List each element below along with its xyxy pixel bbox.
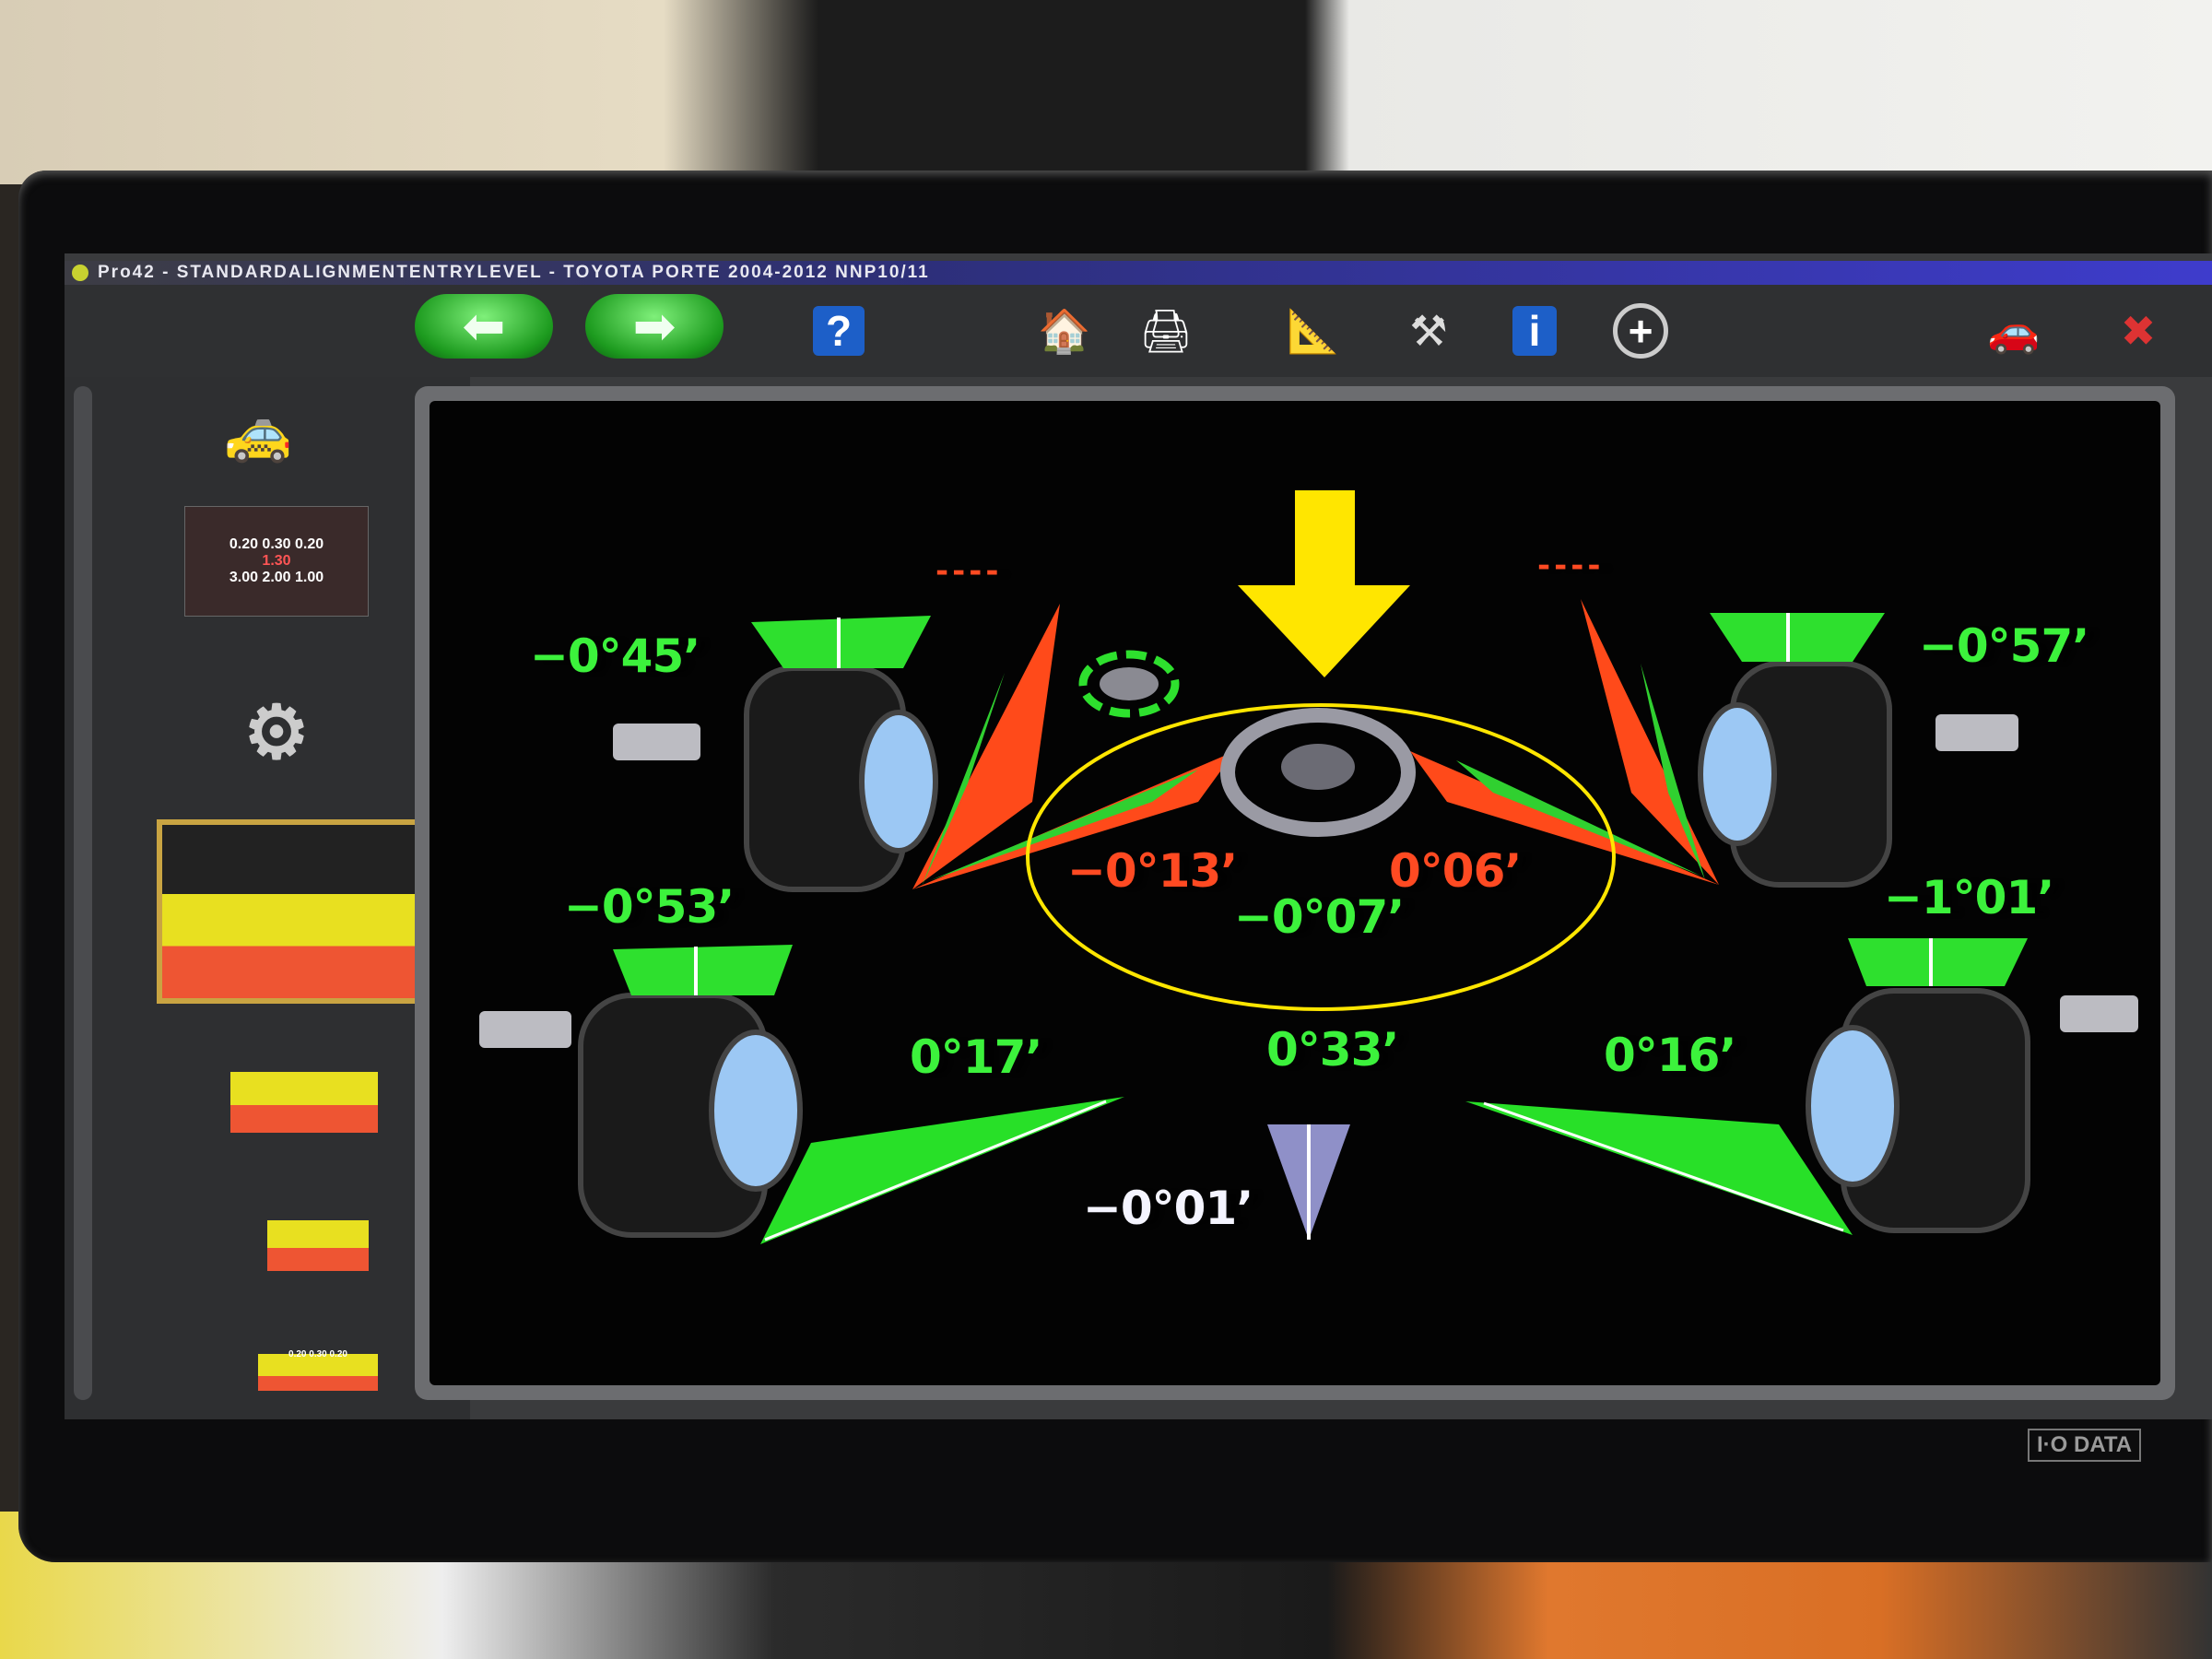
spec-values-small: 0.20 0.30 0.20: [288, 1348, 347, 1359]
sidebar-item-printout[interactable]: 0.20 0.30 0.20: [258, 1317, 378, 1391]
customer-vehicle-icon: 🚗: [1987, 306, 2041, 355]
rear-left-wheel: [578, 993, 803, 1238]
help-icon: ?: [812, 306, 865, 356]
rear-left-camber-gauge: [613, 945, 793, 995]
sidebar-item-rear-adjust[interactable]: [230, 1022, 378, 1133]
toolbar: ⬅ ➡ ? 🏠 🖨 📐 ⚒ i + 🚗 ✖: [65, 285, 2212, 377]
back-arrow-icon: ⬅: [462, 297, 506, 355]
camera-icon: [479, 714, 2138, 1048]
print-button[interactable]: 🖨: [1115, 294, 1217, 368]
front-left-camber-value: −0°45’: [530, 629, 700, 683]
sidebar-scrollbar[interactable]: [74, 386, 92, 1400]
home-button[interactable]: 🏠: [1023, 294, 1106, 368]
adjust-ruler-icon: 📐: [1287, 306, 1340, 355]
spec-values-mid: 1.30: [262, 553, 291, 569]
info-icon: i: [1512, 306, 1558, 356]
sidebar: 🚕 0.20 0.30 0.20 1.30 3.00 2.00 1.00 ⚙ 0…: [65, 377, 470, 1419]
annotation-ellipse: [1026, 703, 1616, 1011]
front-left-wheel: [744, 665, 938, 892]
front-total-toe-value: −0°07’: [1234, 890, 1405, 944]
rear-right-wheel: [1806, 988, 2030, 1233]
exit-icon: ✖: [2120, 307, 2157, 355]
back-button[interactable]: ⬅: [415, 294, 553, 359]
cars-icon: 🚕: [223, 401, 293, 464]
rear-left-camber-value: −0°53’: [564, 880, 735, 934]
thrust-angle-value: −0°01’: [1083, 1182, 1253, 1235]
info-button[interactable]: i: [1493, 294, 1576, 368]
window-title: Pro42 - STANDARDALIGNMENTENTRYLEVEL - TO…: [98, 263, 930, 282]
front-right-camber-value: −0°57’: [1919, 619, 2089, 673]
forward-button[interactable]: ➡: [585, 294, 724, 359]
steering-wheel-icon: [1220, 708, 1416, 837]
title-bar: Pro42 - STANDARDALIGNMENTENTRYLEVEL - TO…: [65, 261, 2212, 285]
home-icon: 🏠: [1038, 306, 1091, 355]
app-icon: [72, 265, 88, 281]
rear-right-toe-indicator: [1465, 1101, 1853, 1235]
zoom-button[interactable]: +: [1594, 294, 1687, 368]
rear-total-toe-value: 0°33’: [1266, 1023, 1399, 1077]
customer-vehicle-button[interactable]: 🚗: [1963, 294, 2065, 368]
rear-left-toe-indicator: [760, 1097, 1124, 1244]
front-right-camber-gauge: [1710, 613, 1885, 662]
wheel-runout-icon: ⚙: [243, 690, 310, 773]
spec-values-top: 0.20 0.30 0.20: [229, 536, 324, 552]
front-left-camber-gauge: [751, 616, 931, 668]
adjust-button[interactable]: 📐: [1263, 294, 1364, 368]
front-right-caster-value: ----: [1537, 547, 1605, 584]
steering-level-icon: [1078, 650, 1180, 718]
rear-right-toe-value: 0°16’: [1604, 1029, 1736, 1082]
front-left-toe-value: −0°13’: [1067, 844, 1238, 898]
tools-icon: ⚒: [1409, 307, 1448, 355]
rear-right-camber-value: −1°01’: [1884, 871, 2054, 924]
background-wall: [0, 0, 2212, 184]
front-right-wheel: [1698, 661, 1892, 888]
print-icon: 🖨: [1138, 306, 1194, 355]
front-left-caster-value: ----: [935, 553, 1003, 590]
sidebar-item-front-adjust[interactable]: [267, 1179, 369, 1271]
exit-button[interactable]: ✖: [2092, 294, 2184, 368]
sidebar-item-specifications[interactable]: 0.20 0.30 0.20 1.30 3.00 2.00 1.00: [184, 506, 369, 617]
tools-button[interactable]: ⚒: [1382, 294, 1475, 368]
spec-values-bottom: 3.00 2.00 1.00: [229, 570, 324, 585]
sidebar-item-vehicle-select[interactable]: 🚕: [184, 386, 332, 478]
sidebar-item-runout[interactable]: ⚙: [184, 672, 369, 792]
front-right-toe-value: 0°06’: [1389, 844, 1522, 898]
help-button[interactable]: ?: [806, 294, 871, 368]
monitor-brand-logo: I·O DATA: [2028, 1429, 2142, 1462]
zoom-icon: +: [1613, 303, 1668, 359]
annotation-arrow-icon: [1238, 490, 1410, 677]
forward-arrow-icon: ➡: [632, 297, 677, 355]
rear-left-toe-value: 0°17’: [910, 1030, 1042, 1084]
rear-right-camber-gauge: [1848, 938, 2028, 986]
